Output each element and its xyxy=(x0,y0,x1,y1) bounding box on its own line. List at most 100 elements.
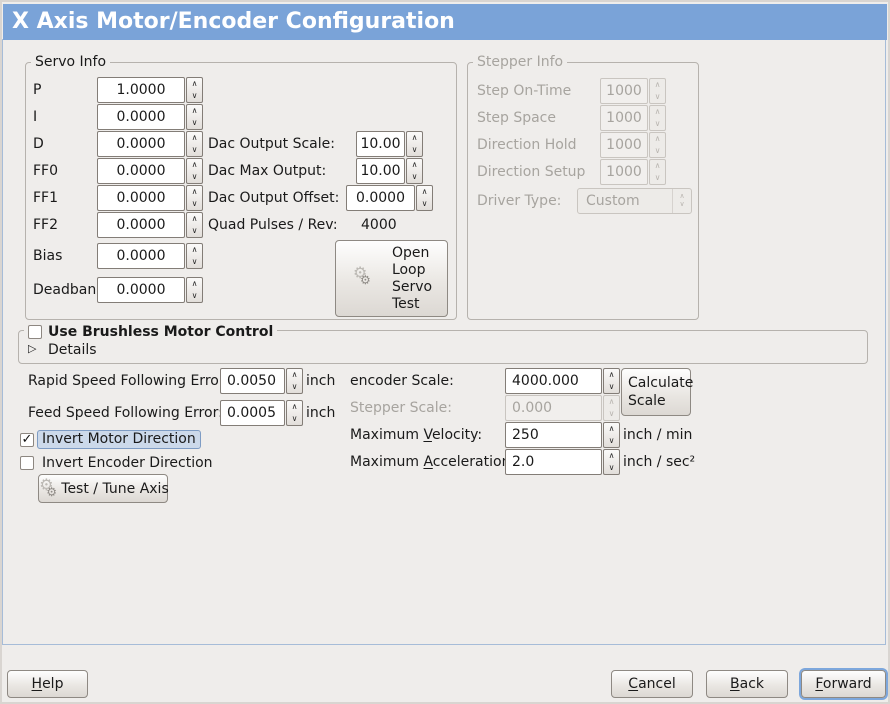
spin-buttons[interactable]: ∧∨ xyxy=(186,185,203,211)
spin-down-icon: ∨ xyxy=(191,172,198,181)
bias-spinbox[interactable]: 0.0000 ∧∨ xyxy=(97,243,203,269)
ff0-spinbox[interactable]: 0.0000 ∧∨ xyxy=(97,158,203,184)
combo-arrows-icon: ∧∨ xyxy=(672,189,691,213)
spin-up-icon: ∧ xyxy=(411,160,418,169)
spin-up-icon: ∧ xyxy=(191,214,198,223)
spin-buttons[interactable]: ∧∨ xyxy=(286,368,303,394)
spin-up-icon: ∧ xyxy=(421,187,428,196)
max-velocity-spinbox[interactable]: 250 ∧∨ xyxy=(505,422,620,448)
spin-up-icon: ∧ xyxy=(191,187,198,196)
expander-icon[interactable]: ▷ xyxy=(28,342,37,355)
driver-type-value: Custom xyxy=(586,193,640,209)
bias-label: Bias xyxy=(33,248,63,264)
spin-buttons: ∧∨ xyxy=(649,105,666,131)
step-space-spinbox: 1000 ∧∨ xyxy=(600,105,666,131)
spin-buttons[interactable]: ∧∨ xyxy=(186,131,203,157)
spin-up-icon: ∧ xyxy=(191,106,198,115)
invert-motor-checkbox[interactable]: ✓ xyxy=(20,433,34,447)
deadband-label: Deadband xyxy=(33,282,106,298)
driver-type-combobox: Custom ∧∨ xyxy=(577,188,692,214)
spin-up-icon: ∧ xyxy=(191,79,198,88)
ff0-label: FF0 xyxy=(33,163,59,179)
feed-following-error-spinbox[interactable]: 0.0005 ∧∨ xyxy=(220,400,303,426)
cancel-button[interactable]: Cancel xyxy=(611,670,693,698)
encoder-scale-spinbox[interactable]: 4000.000 ∧∨ xyxy=(505,368,620,394)
max-acceleration-label: Maximum Acceleration: xyxy=(350,454,516,470)
quad-pulses-label: Quad Pulses / Rev: xyxy=(208,217,338,233)
ff2-label: FF2 xyxy=(33,217,59,233)
rapid-following-error-spinbox[interactable]: 0.0050 ∧∨ xyxy=(220,368,303,394)
help-button[interactable]: Help xyxy=(7,670,88,698)
i-label: I xyxy=(33,109,38,125)
spin-down-icon: ∨ xyxy=(191,118,198,127)
spin-buttons[interactable]: ∧∨ xyxy=(186,243,203,269)
feed-following-error-label: Feed Speed Following Error: xyxy=(28,405,223,421)
spin-buttons[interactable]: ∧∨ xyxy=(286,400,303,426)
d-label: D xyxy=(33,136,44,152)
use-brushless-label[interactable]: Use Brushless Motor Control xyxy=(48,324,274,340)
direction-hold-label: Direction Hold xyxy=(477,137,577,153)
p-spinbox[interactable]: 1.0000 ∧∨ xyxy=(97,77,203,103)
spin-down-icon: ∨ xyxy=(654,173,661,182)
spin-down-icon: ∨ xyxy=(411,145,418,154)
use-brushless-checkbox[interactable] xyxy=(28,325,42,339)
invert-encoder-label[interactable]: Invert Encoder Direction xyxy=(42,455,213,471)
spin-buttons[interactable]: ∧∨ xyxy=(186,277,203,303)
i-spinbox[interactable]: 0.0000 ∧∨ xyxy=(97,104,203,130)
deadband-spinbox[interactable]: 0.0000 ∧∨ xyxy=(97,277,203,303)
spin-buttons[interactable]: ∧∨ xyxy=(603,449,620,475)
spin-buttons[interactable]: ∧∨ xyxy=(186,104,203,130)
dac-output-scale-spinbox[interactable]: 10.00 ∧∨ xyxy=(356,131,423,157)
spin-buttons[interactable]: ∧∨ xyxy=(406,158,423,184)
spin-up-icon: ∧ xyxy=(191,279,198,288)
spin-buttons: ∧∨ xyxy=(649,132,666,158)
spin-up-icon: ∧ xyxy=(608,397,615,406)
details-expander-label[interactable]: Details xyxy=(48,342,97,358)
invert-encoder-checkbox[interactable] xyxy=(20,456,34,470)
invert-motor-label[interactable]: Invert Motor Direction xyxy=(37,430,201,449)
spin-up-icon: ∧ xyxy=(654,80,661,89)
calculate-scale-button[interactable]: Calculate Scale xyxy=(621,368,693,416)
spin-down-icon: ∨ xyxy=(608,382,615,391)
ff1-spinbox[interactable]: 0.0000 ∧∨ xyxy=(97,185,203,211)
stepper-info-frame xyxy=(467,62,699,320)
spin-buttons[interactable]: ∧∨ xyxy=(186,158,203,184)
spin-down-icon: ∨ xyxy=(191,145,198,154)
open-loop-servo-test-button[interactable]: ⚙⚙ Open Loop Servo Test xyxy=(335,240,448,317)
spin-down-icon: ∨ xyxy=(291,382,298,391)
spin-up-icon: ∧ xyxy=(654,161,661,170)
open-loop-button-label: Open Loop Servo Test xyxy=(391,244,433,312)
dac-max-output-spinbox[interactable]: 10.00 ∧∨ xyxy=(356,158,423,184)
d-spinbox[interactable]: 0.0000 ∧∨ xyxy=(97,131,203,157)
dac-output-offset-spinbox[interactable]: 0.0000 ∧∨ xyxy=(346,185,433,211)
spin-buttons: ∧∨ xyxy=(603,395,620,421)
encoder-scale-label: encoder Scale: xyxy=(350,373,454,389)
spin-buttons[interactable]: ∧∨ xyxy=(186,77,203,103)
spin-down-icon: ∨ xyxy=(608,463,615,472)
spin-buttons[interactable]: ∧∨ xyxy=(416,185,433,211)
spin-buttons[interactable]: ∧∨ xyxy=(406,131,423,157)
forward-button[interactable]: Forward xyxy=(801,670,886,698)
spin-buttons[interactable]: ∧∨ xyxy=(186,212,203,238)
spin-up-icon: ∧ xyxy=(608,370,615,379)
feed-following-error-unit: inch xyxy=(306,405,336,421)
driver-type-label: Driver Type: xyxy=(477,193,562,209)
spin-down-icon: ∨ xyxy=(191,199,198,208)
test-tune-axis-label: Test / Tune Axis xyxy=(61,480,169,497)
direction-setup-spinbox: 1000 ∧∨ xyxy=(600,159,666,185)
max-acceleration-spinbox[interactable]: 2.0 ∧∨ xyxy=(505,449,620,475)
spin-buttons[interactable]: ∧∨ xyxy=(603,422,620,448)
spin-buttons[interactable]: ∧∨ xyxy=(603,368,620,394)
rapid-following-error-unit: inch xyxy=(306,373,336,389)
stepper-scale-spinbox: 0.000 ∧∨ xyxy=(505,395,620,421)
back-button[interactable]: Back xyxy=(706,670,788,698)
stepper-scale-label: Stepper Scale: xyxy=(350,400,452,416)
test-tune-axis-button[interactable]: ⚙⚙ Test / Tune Axis xyxy=(38,474,169,503)
servo-info-frame-label: Servo Info xyxy=(31,54,111,70)
spin-down-icon: ∨ xyxy=(654,119,661,128)
spin-up-icon: ∧ xyxy=(608,424,615,433)
ff2-spinbox[interactable]: 0.0000 ∧∨ xyxy=(97,212,203,238)
max-velocity-label: Maximum Velocity: xyxy=(350,427,483,443)
spin-down-icon: ∨ xyxy=(608,409,615,418)
